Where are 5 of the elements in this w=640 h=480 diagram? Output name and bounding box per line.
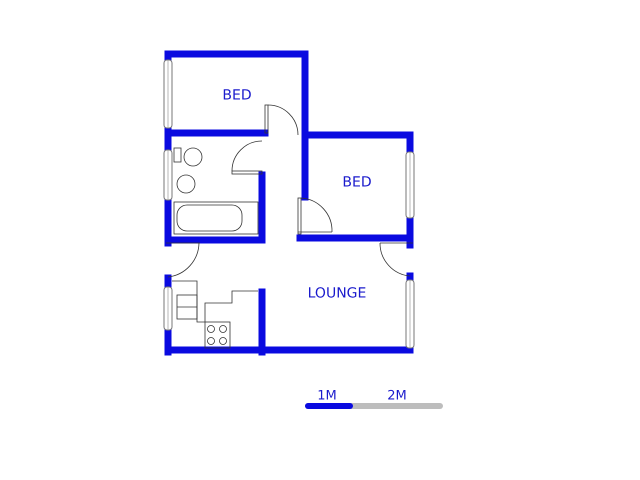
room-label: BED (342, 172, 372, 194)
scale-label: 1M (317, 387, 337, 406)
room-label: LOUNGE (308, 284, 366, 304)
room-label: BED (222, 86, 252, 106)
scale-label: 2M (387, 387, 407, 406)
